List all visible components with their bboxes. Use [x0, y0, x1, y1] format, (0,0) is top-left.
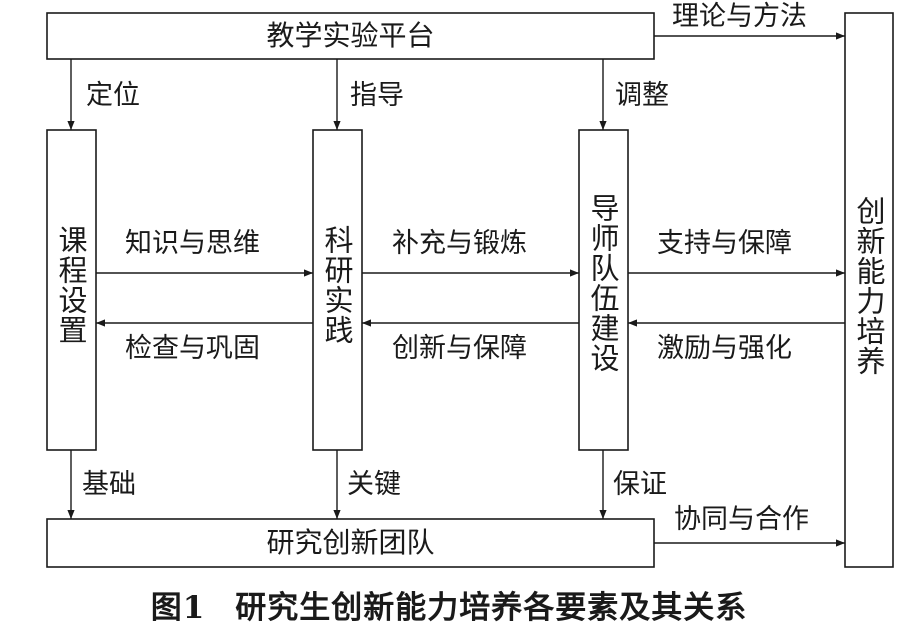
theory-label: 理论与方法: [672, 1, 807, 32]
innovate-guarantee-label: 创新与保障: [392, 333, 527, 364]
figure-title: 研究生创新能力培养各要素及其关系: [235, 590, 748, 626]
review-label: 检查与巩固: [125, 333, 260, 364]
guidance-label: 指导: [350, 80, 404, 111]
curriculum-label: 课程设置: [54, 225, 88, 345]
key-label: 关键: [347, 469, 401, 500]
figure-number: 图1: [150, 590, 206, 626]
innovation-label: 创新能力培养: [852, 196, 886, 376]
foundation-label: 基础: [82, 469, 136, 500]
knowledge-label: 知识与思维: [125, 228, 260, 259]
positioning-label: 定位: [86, 80, 140, 111]
research-label: 科研实践: [320, 225, 354, 345]
adjustment-label: 调整: [615, 80, 669, 111]
platform-label: 教学实验平台: [266, 19, 435, 52]
collaboration-label: 协同与合作: [674, 504, 809, 535]
guarantee-label: 保证: [613, 469, 667, 500]
supplement-label: 补充与锻炼: [392, 228, 527, 259]
innovation-box: [844, 12, 894, 568]
incentive-label: 激励与强化: [657, 333, 792, 364]
support-label: 支持与保障: [657, 228, 792, 259]
team-label: 研究创新团队: [266, 526, 435, 559]
figure-caption: 图1 研究生创新能力培养各要素及其关系: [0, 582, 898, 627]
mentors-label: 导师队伍建设: [586, 193, 620, 373]
